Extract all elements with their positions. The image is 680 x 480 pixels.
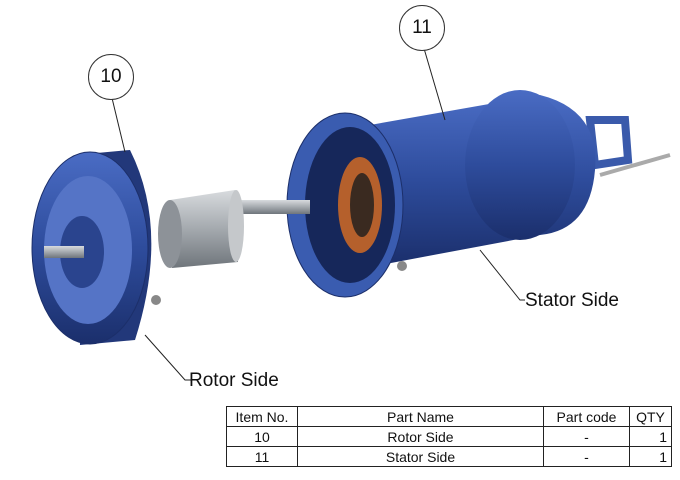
table-row: 10 Rotor Side - 1 <box>226 426 672 447</box>
balloon-10: 10 <box>88 54 134 100</box>
part-name: Stator Side <box>297 446 544 467</box>
qty: 1 <box>629 446 672 467</box>
rotor-side-label: Rotor Side <box>189 370 279 391</box>
header-part-code: Part code <box>543 406 630 427</box>
leader-stator <box>479 249 525 301</box>
header-item-no: Item No. <box>226 406 298 427</box>
header-part-name: Part Name <box>297 406 544 427</box>
item-no: 10 <box>226 426 298 447</box>
leader-11 <box>422 44 446 121</box>
leader-rotor <box>144 334 192 381</box>
table-header-row: Item No. Part Name Part code QTY <box>226 406 672 427</box>
stator-side-label: Stator Side <box>525 290 619 311</box>
table-row: 11 Stator Side - 1 <box>226 446 672 467</box>
header-qty: QTY <box>629 406 672 427</box>
stator-side-part <box>286 90 671 298</box>
item-no: 11 <box>226 446 298 467</box>
qty: 1 <box>629 426 672 447</box>
balloon-11: 11 <box>399 5 445 51</box>
part-name: Rotor Side <box>297 426 544 447</box>
rotor-part <box>158 190 310 268</box>
rotor-side-part <box>31 150 161 345</box>
part-code: - <box>543 426 630 447</box>
parts-table: Item No. Part Name Part code QTY 10 Roto… <box>226 406 672 467</box>
part-code: - <box>543 446 630 467</box>
leader-10 <box>111 97 126 153</box>
